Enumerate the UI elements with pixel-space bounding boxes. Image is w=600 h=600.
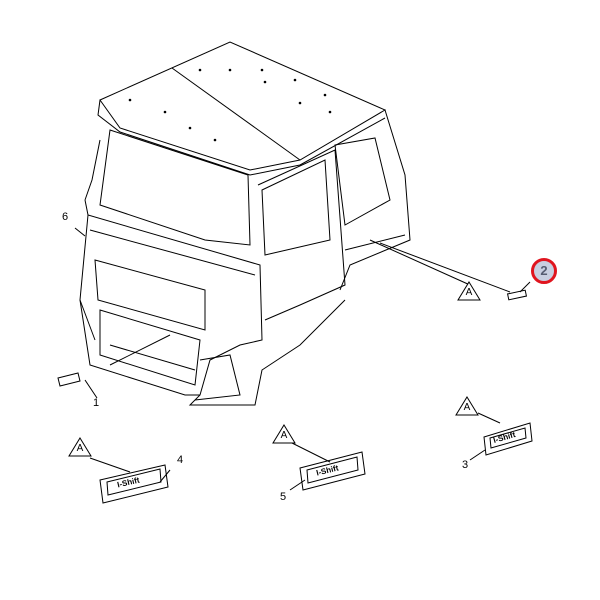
callout-5[interactable]: 5: [280, 491, 287, 503]
callout-4[interactable]: 4: [177, 454, 184, 466]
reference-marker-a: A: [455, 396, 479, 416]
callout-3[interactable]: 3: [462, 459, 469, 471]
reference-marker-a: A: [457, 281, 481, 301]
callout-2-highlighted[interactable]: 2: [531, 258, 557, 284]
callout-6[interactable]: 6: [62, 211, 69, 223]
reference-marker-a: A: [272, 424, 296, 444]
reference-marker-a: A: [68, 437, 92, 457]
callout-1[interactable]: 1: [93, 397, 100, 409]
